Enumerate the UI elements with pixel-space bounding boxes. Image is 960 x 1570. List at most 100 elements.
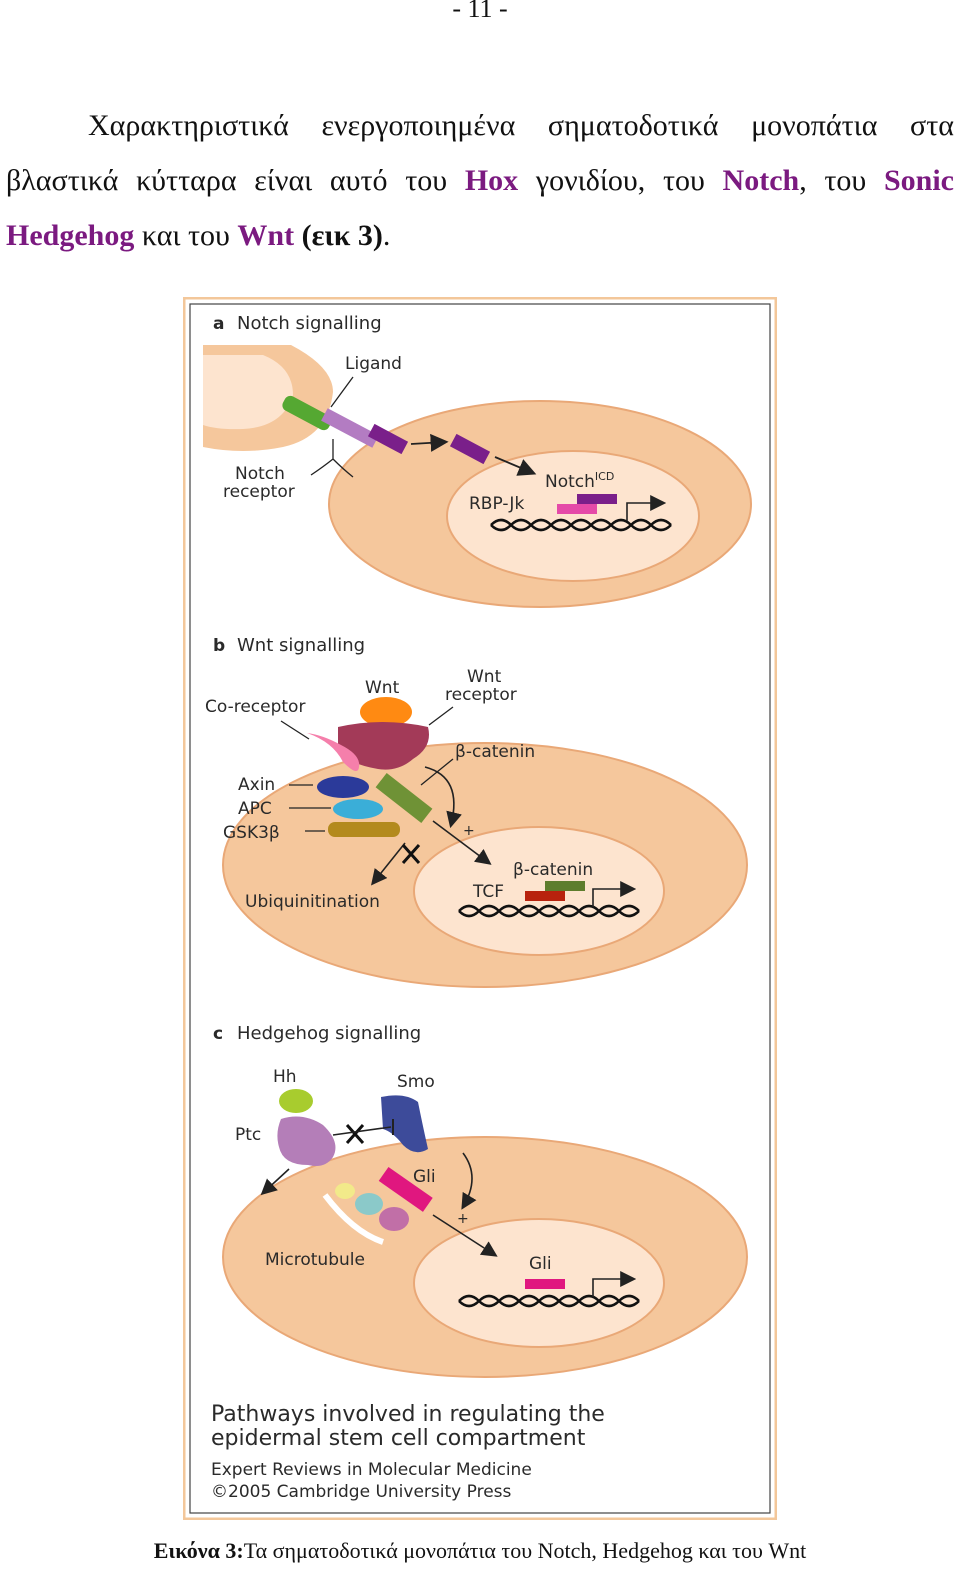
- hh-ligand: [279, 1089, 313, 1113]
- nucleus-a: [446, 450, 700, 582]
- label-notch-receptor-2: receptor: [223, 482, 295, 502]
- label-hh: Hh: [273, 1067, 297, 1087]
- caption-label: Εικόνα 3:: [153, 1538, 244, 1563]
- rbp-jk-bar: [557, 504, 597, 514]
- label-gsk3b: GSK3β: [223, 823, 280, 843]
- label-wnt-receptor-1: Wnt: [467, 667, 502, 687]
- label-notch-icd: NotchICD: [545, 470, 614, 492]
- label-axin: Axin: [238, 775, 275, 795]
- figure-caption: Εικόνα 3:Τα σηματοδοτικά μονοπάτια του N…: [0, 1538, 960, 1564]
- page-number: - 11 -: [452, 0, 508, 23]
- co-receptor: [307, 733, 360, 771]
- label-co-receptor: Co-receptor: [205, 697, 305, 717]
- label-rbp-jk: RBP-Jk: [469, 494, 524, 514]
- label-tcf: TCF: [472, 882, 504, 902]
- transcription-arrow-b: [592, 881, 637, 907]
- footer-line-2: epidermal stem cell compartment: [211, 1426, 586, 1451]
- wnt-receptor: [338, 722, 429, 770]
- label-nucleus-gli: Gli: [529, 1254, 552, 1274]
- wnt-ligand: [360, 697, 412, 727]
- panel-wnt: b Wnt signalling Wnt Wnt receptor Co-rec…: [205, 635, 748, 988]
- footer-line-1: Pathways involved in regulating the: [211, 1402, 605, 1427]
- arrow-gli-activation: [461, 1152, 477, 1210]
- nucleus-gli-bar: [525, 1279, 565, 1289]
- axin: [317, 776, 369, 798]
- arrow-ptc-internalisation: [260, 1168, 290, 1196]
- transcription-arrow-a: [626, 495, 667, 521]
- gli-cytoplasm: [378, 1166, 433, 1212]
- caption-text: Τα σηματοδοτικά μονοπάτια του Notch, Hed…: [243, 1538, 807, 1563]
- panel-b-title: Wnt signalling: [237, 635, 365, 656]
- ligand-green: [282, 395, 332, 431]
- label-beta-catenin: β-catenin: [455, 742, 535, 762]
- complex-mauve: [379, 1207, 409, 1231]
- transcription-arrow-c: [592, 1271, 637, 1297]
- figure-reference: (εικ 3): [301, 219, 383, 252]
- gsk3b: [328, 822, 400, 837]
- label-wnt-receptor-2: receptor: [445, 685, 517, 705]
- dna-helix-b: [458, 904, 640, 918]
- label-microtubule: Microtubule: [265, 1250, 365, 1270]
- arrow-to-nucleus-b: [432, 820, 492, 865]
- label-gli: Gli: [413, 1167, 436, 1187]
- term-hox: Hox: [464, 164, 519, 197]
- dna-helix-a: [490, 518, 672, 532]
- microtubule: [322, 1193, 385, 1245]
- panel-c-letter: c: [213, 1024, 223, 1044]
- label-nucleus-beta-catenin: β-catenin: [513, 860, 593, 880]
- arrow-to-nucleus: [494, 456, 537, 476]
- label-plus-c: +: [457, 1211, 469, 1227]
- receptor-purple: [367, 423, 409, 455]
- term-sonic-hedgehog: Sonic Hedgehog: [6, 164, 954, 252]
- arrow-cleavage: [410, 433, 449, 452]
- nucleus-notch-icd-bar: [577, 494, 617, 504]
- beta-catenin-cytoplasm: [375, 773, 433, 823]
- label-apc: APC: [238, 799, 272, 819]
- panel-a-title: Notch signalling: [237, 313, 382, 334]
- paragraph-text-5: [294, 219, 302, 252]
- term-notch: Notch: [722, 164, 800, 197]
- wnt-receptor-pointer: [428, 706, 454, 726]
- arrow-to-ubiquitination: [371, 842, 406, 886]
- smo-receptor: [381, 1095, 428, 1153]
- panel-b-letter: b: [213, 636, 225, 656]
- label-smo: Smo: [397, 1072, 435, 1092]
- panel-c-title: Hedgehog signalling: [237, 1023, 421, 1044]
- notch-icd-fragment: [449, 433, 491, 465]
- panel-notch: a Notch signalling Ligand Notch receptor…: [203, 313, 752, 608]
- ligand-light-purple: [321, 408, 379, 448]
- paragraph-text-3: , του: [799, 164, 884, 197]
- footer-line-3: Expert Reviews in Molecular Medicine: [211, 1460, 532, 1480]
- panel-hedgehog: c Hedgehog signalling Hh Smo Ptc Gli + M…: [213, 1023, 748, 1378]
- label-plus-b: +: [463, 823, 475, 839]
- label-ubiquitination: Ubiquinitination: [245, 892, 380, 912]
- label-notch-receptor-1: Notch: [235, 464, 285, 484]
- figure-footer: Pathways involved in regulating the epid…: [211, 1402, 605, 1502]
- paragraph-text-2: γονιδίου, του: [518, 164, 723, 197]
- apc: [333, 799, 383, 819]
- label-ptc: Ptc: [235, 1125, 261, 1145]
- nucleus-beta-catenin-bar: [545, 881, 585, 891]
- notch-receptor-brace: [310, 439, 354, 478]
- complex-yellow: [335, 1183, 355, 1199]
- inhibition-cross-b: [401, 844, 421, 864]
- ligand-pointer: [330, 376, 354, 408]
- paragraph-text-6: .: [382, 219, 391, 252]
- paragraph-text-1: Χαρακτηριστικά ενεργοποιημένα σηματοδοτι…: [6, 109, 954, 197]
- label-ligand: Ligand: [345, 354, 402, 374]
- tcf-bar: [525, 891, 565, 901]
- label-wnt: Wnt: [365, 678, 400, 698]
- footer-line-4: ©2005 Cambridge University Press: [211, 1482, 512, 1502]
- arrow-to-nucleus-c: [432, 1214, 498, 1257]
- ptc-inhibits-smo: [332, 1126, 392, 1136]
- arrow-beta-catenin-stabilised: [424, 766, 462, 829]
- ptc-receptor: [277, 1116, 336, 1166]
- panel-a-letter: a: [213, 314, 224, 334]
- signalling-cell-inner: [203, 355, 293, 430]
- complex-teal: [355, 1193, 383, 1215]
- dna-helix-c: [458, 1294, 640, 1308]
- figure-signalling-pathways: a Notch signalling Ligand Notch receptor…: [183, 297, 777, 1520]
- paragraph-text-4: και του: [134, 219, 238, 252]
- inhibition-cross-c: [345, 1124, 365, 1144]
- term-wnt: Wnt: [237, 219, 295, 252]
